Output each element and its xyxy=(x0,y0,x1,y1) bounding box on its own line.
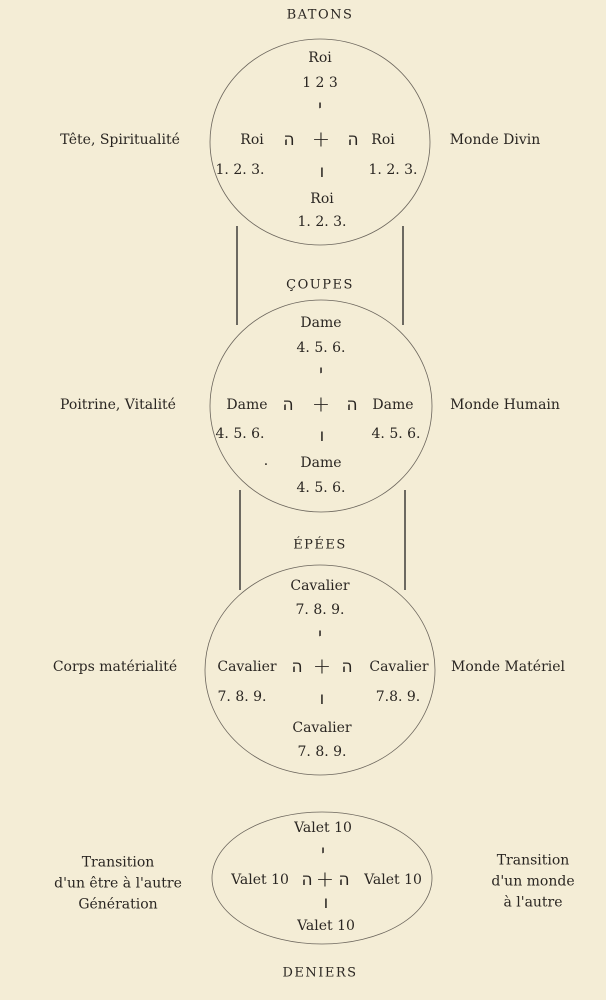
he-letter: ה xyxy=(346,395,358,415)
label-right: Monde Matériel xyxy=(450,659,566,675)
vav-letter: ו xyxy=(319,426,325,446)
cross: + xyxy=(311,392,331,418)
cross: + xyxy=(315,867,335,893)
figure-right: Cavalier xyxy=(369,659,429,675)
yod-letter: י xyxy=(318,625,322,645)
vav-letter: ו xyxy=(323,893,329,913)
numbers-bottom: 1. 2. 3. xyxy=(297,214,347,230)
he-letter: ה xyxy=(283,130,295,150)
cross: + xyxy=(311,127,331,153)
yod-letter: י xyxy=(318,97,322,117)
numbers-right: 1. 2. 3. xyxy=(368,162,418,178)
numbers-left: 1. 2. 3. xyxy=(215,162,265,178)
figure-right: Roi xyxy=(371,132,395,148)
numbers-top: 4. 5. 6. xyxy=(296,340,346,356)
yod-letter: י xyxy=(319,362,323,382)
numbers-top: 7. 8. 9. xyxy=(295,602,345,618)
figure-top: Cavalier xyxy=(290,578,350,594)
numbers-right: 4. 5. 6. xyxy=(371,426,421,442)
figure-top: Dame xyxy=(300,315,342,331)
dot-mark: · xyxy=(263,457,269,473)
he-letter: ה xyxy=(301,870,313,890)
numbers-top: 1 2 3 xyxy=(302,75,338,91)
he-letter: ה xyxy=(291,657,303,677)
label-line: à l'autre xyxy=(503,894,563,911)
label-right: Monde Humain xyxy=(450,397,560,413)
figure-top: Valet 10 xyxy=(294,820,352,836)
cross: + xyxy=(312,654,332,680)
figure-bottom: Roi xyxy=(310,191,334,207)
numbers-right: 7.8. 9. xyxy=(375,689,421,705)
numbers-left: 4. 5. 6. xyxy=(215,426,265,442)
label-right: Transition d'un monde à l'autre xyxy=(491,851,574,914)
figure-left: Dame xyxy=(226,397,268,413)
ellipse-deniers xyxy=(211,811,433,945)
label-left: Tête, Spiritualité xyxy=(60,132,180,148)
he-letter: ה xyxy=(341,657,353,677)
figure-left: Roi xyxy=(240,132,264,148)
circle-batons xyxy=(209,38,431,246)
label-left: Transition d'un être à l'autre Génératio… xyxy=(54,853,182,916)
he-letter: ה xyxy=(338,870,350,890)
heading-deniers: DENIERS xyxy=(282,965,358,981)
numbers-bottom: 4. 5. 6. xyxy=(296,480,346,496)
vav-letter: ו xyxy=(319,689,325,709)
figure-bottom: Cavalier xyxy=(292,720,352,736)
heading-batons: BATONS xyxy=(286,7,354,23)
figure-bottom: Dame xyxy=(300,455,342,471)
vav-letter: ו xyxy=(319,162,325,182)
heading-coupes: ÇOUPES xyxy=(286,277,354,293)
numbers-left: 7. 8. 9. xyxy=(217,689,267,705)
label-line: d'un monde xyxy=(491,873,575,890)
numbers-bottom: 7. 8. 9. xyxy=(297,744,347,760)
label-right: Monde Divin xyxy=(449,132,541,148)
he-letter: ה xyxy=(282,395,294,415)
figure-bottom: Valet 10 xyxy=(297,918,355,934)
label-line: Transition xyxy=(496,852,570,869)
circle-epees xyxy=(204,564,436,776)
label-left: Poitrine, Vitalité xyxy=(60,397,176,413)
figure-top: Roi xyxy=(308,50,332,66)
label-line: d'un être à l'autre xyxy=(54,875,182,892)
label-left: Corps matérialité xyxy=(52,659,178,675)
label-line: Génération xyxy=(78,896,158,913)
yod-letter: י xyxy=(321,842,325,862)
he-letter: ה xyxy=(347,130,359,150)
figure-left: Cavalier xyxy=(217,659,277,675)
figure-right: Dame xyxy=(372,397,414,413)
circle-coupes xyxy=(209,299,433,513)
figure-left: Valet 10 xyxy=(231,872,289,888)
heading-epees: ÉPÉES xyxy=(293,537,347,553)
figure-right: Valet 10 xyxy=(364,872,422,888)
label-line: Transition xyxy=(81,854,155,871)
